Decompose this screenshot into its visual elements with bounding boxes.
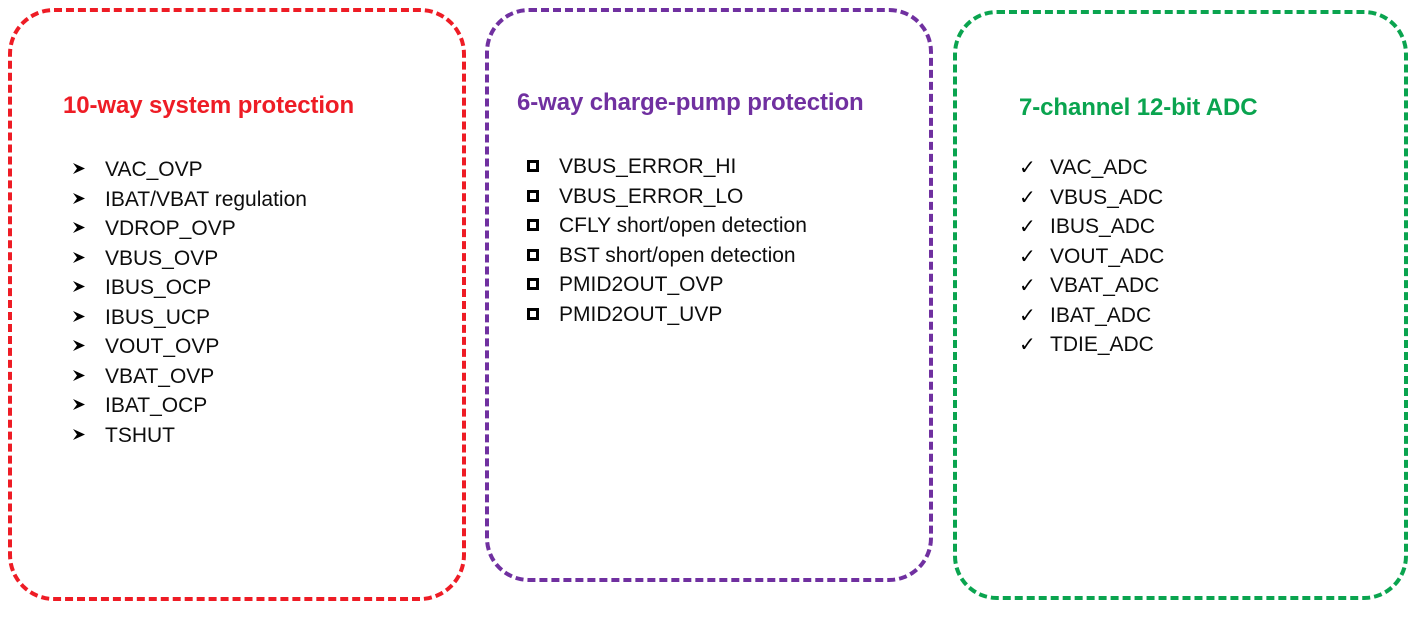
list-item: IBAT_OCP [72, 389, 307, 419]
list-item: VBUS_OVP [72, 242, 307, 272]
bullet-list-adc: ✓ VAC_ADC ✓ VBUS_ADC ✓ IBUS_ADC ✓ VOUT_A… [1019, 153, 1164, 360]
panel-charge-pump-protection: 6-way charge-pump protection VBUS_ERROR_… [485, 8, 933, 582]
square-bullet-icon [527, 270, 559, 300]
arrow-bullet-icon [72, 418, 105, 441]
arrow-bullet-icon [72, 329, 105, 352]
list-item: ✓ TDIE_ADC [1019, 330, 1164, 360]
list-item-label: IBUS_ADC [1050, 215, 1156, 238]
arrow-bullet-icon [72, 182, 105, 205]
panel-title-adc: 7-channel 12-bit ADC [1019, 94, 1258, 121]
arrow-bullet-icon [72, 359, 105, 382]
list-item: VOUT_OVP [72, 330, 307, 360]
list-item-label: PMID2OUT_UVP [559, 302, 723, 326]
list-item-label: VOUT_ADC [1050, 244, 1165, 268]
list-item-label: IBAT/VBAT regulation [105, 187, 307, 211]
list-item: IBAT/VBAT regulation [72, 183, 307, 213]
list-item: PMID2OUT_OVP [527, 270, 807, 300]
square-bullet-icon [527, 241, 559, 271]
check-bullet-icon: ✓ [1019, 184, 1036, 209]
list-item-label: IBUS_OCP [105, 276, 212, 299]
bullet-list-charge-pump-protection: VBUS_ERROR_HI VBUS_ERROR_LO CFLY short/o… [527, 152, 807, 329]
square-bullet-icon [527, 182, 559, 212]
square-bullet-icon [527, 211, 559, 241]
square-bullet-icon [527, 152, 559, 182]
list-item: BST short/open detection [527, 241, 807, 271]
list-item: VBUS_ERROR_HI [527, 152, 807, 182]
list-item-label: VBAT_OVP [105, 364, 215, 388]
check-bullet-icon: ✓ [1019, 332, 1036, 356]
arrow-bullet-icon [72, 388, 105, 411]
panel-title-system-protection: 10-way system protection [63, 92, 355, 119]
list-item-label: PMID2OUT_OVP [559, 273, 724, 296]
list-item-label: VDROP_OVP [105, 217, 236, 240]
list-item: VBAT_OVP [72, 360, 307, 390]
list-item-label: IBAT_ADC [1050, 303, 1152, 327]
list-item: VBUS_ERROR_LO [527, 182, 807, 212]
list-item: ✓ IBUS_ADC [1019, 212, 1164, 242]
list-item-label: TDIE_ADC [1050, 333, 1154, 356]
list-item-label: VBUS_ERROR_LO [559, 184, 744, 208]
check-bullet-icon: ✓ [1019, 273, 1036, 297]
list-item: PMID2OUT_UVP [527, 300, 807, 330]
list-item: VDROP_OVP [72, 212, 307, 242]
list-item-label: VBUS_OVP [105, 246, 219, 270]
list-item-label: VAC_OVP [105, 158, 203, 181]
check-bullet-icon: ✓ [1019, 243, 1036, 268]
list-item-label: IBUS_UCP [105, 305, 211, 329]
list-item: ✓ IBAT_ADC [1019, 301, 1164, 331]
list-item: ✓ VBAT_ADC [1019, 271, 1164, 301]
check-bullet-icon: ✓ [1019, 214, 1036, 238]
square-bullet-icon [527, 300, 559, 330]
arrow-bullet-icon [72, 211, 105, 234]
arrow-bullet-icon [72, 241, 105, 264]
arrow-bullet-icon [72, 270, 105, 293]
list-item-label: VBAT_ADC [1050, 274, 1160, 297]
check-bullet-icon: ✓ [1019, 302, 1036, 327]
arrow-bullet-icon [72, 152, 105, 175]
list-item: IBUS_OCP [72, 271, 307, 301]
list-item: CFLY short/open detection [527, 211, 807, 241]
list-item: ✓ VOUT_ADC [1019, 242, 1164, 272]
list-item: ✓ VBUS_ADC [1019, 183, 1164, 213]
list-item: TSHUT [72, 419, 307, 449]
list-item-label: VOUT_OVP [105, 335, 220, 358]
list-item: IBUS_UCP [72, 301, 307, 331]
panel-system-protection: 10-way system protection VAC_OVP IBAT/VB… [8, 8, 466, 601]
list-item-label: VBUS_ADC [1050, 185, 1164, 209]
list-item-label: CFLY short/open detection [559, 214, 807, 237]
list-item: ✓ VAC_ADC [1019, 153, 1164, 183]
list-item-label: VAC_ADC [1050, 156, 1148, 179]
list-item-label: BST short/open detection [559, 243, 796, 267]
panel-adc: 7-channel 12-bit ADC ✓ VAC_ADC ✓ VBUS_AD… [953, 10, 1408, 600]
list-item-label: TSHUT [105, 423, 175, 447]
panel-title-charge-pump-protection: 6-way charge-pump protection [517, 89, 864, 116]
bullet-list-system-protection: VAC_OVP IBAT/VBAT regulation VDROP_OVP V… [72, 153, 307, 448]
list-item: VAC_OVP [72, 153, 307, 183]
list-item-label: VBUS_ERROR_HI [559, 155, 737, 178]
check-bullet-icon: ✓ [1019, 155, 1036, 179]
list-item-label: IBAT_OCP [105, 394, 208, 417]
arrow-bullet-icon [72, 300, 105, 323]
